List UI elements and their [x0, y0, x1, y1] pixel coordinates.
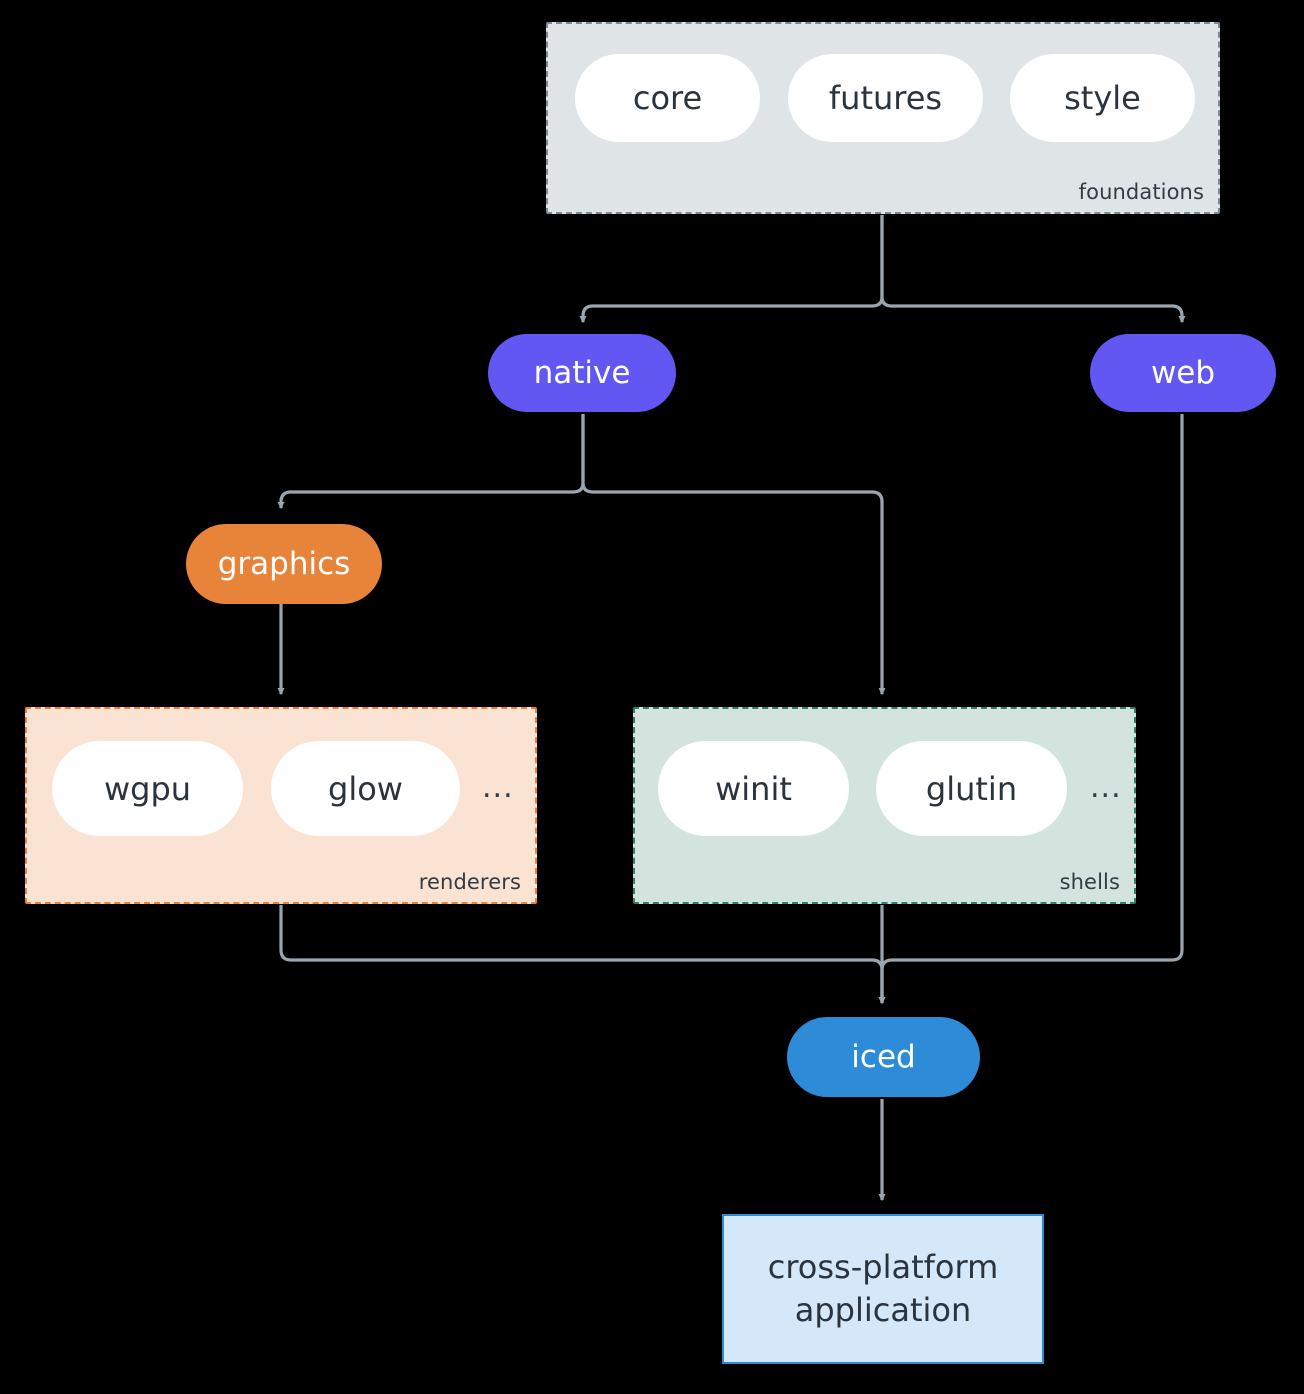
cluster-renderers-label: renderers [418, 870, 521, 894]
pill-winit-label: winit [715, 769, 792, 808]
shells-ellipsis: ... [1090, 770, 1122, 805]
pill-glow-label: glow [328, 769, 403, 808]
cluster-foundations: core futures style foundations [546, 22, 1220, 214]
node-cross-platform-application[interactable]: cross-platform application [722, 1214, 1044, 1364]
application-line-2: application [794, 1291, 972, 1329]
node-iced-label: iced [851, 1039, 916, 1075]
pill-style-label: style [1064, 79, 1141, 117]
pill-wgpu[interactable]: wgpu [52, 741, 243, 836]
cluster-shells: winit glutin ... shells [633, 707, 1136, 904]
cluster-shells-label: shells [1059, 870, 1120, 894]
node-iced[interactable]: iced [787, 1017, 980, 1097]
pill-glow[interactable]: glow [271, 741, 460, 836]
node-web[interactable]: web [1090, 334, 1276, 412]
pill-futures[interactable]: futures [788, 54, 983, 142]
application-line-1: cross-platform [767, 1247, 999, 1286]
edge-foundations-to-native [579, 215, 884, 324]
pill-futures-label: futures [828, 79, 943, 117]
node-web-label: web [1150, 355, 1216, 391]
cluster-renderers: wgpu glow ... renderers [25, 707, 537, 904]
pill-core-label: core [632, 79, 703, 117]
node-graphics-label: graphics [217, 546, 351, 582]
renderers-ellipsis: ... [482, 770, 514, 805]
pill-wgpu-label: wgpu [103, 769, 192, 808]
edge-renderers-to-iced [279, 905, 886, 1005]
edge-foundations-to-web [880, 215, 1186, 324]
pill-core[interactable]: core [575, 54, 760, 142]
edge-native-to-shells [581, 414, 886, 696]
pill-winit[interactable]: winit [658, 741, 849, 836]
node-native-label: native [533, 355, 631, 391]
node-native[interactable]: native [488, 334, 676, 412]
pill-glutin-label: glutin [925, 769, 1018, 808]
pill-glutin[interactable]: glutin [876, 741, 1067, 836]
edge-native-to-graphics [277, 414, 585, 510]
pill-style[interactable]: style [1010, 54, 1195, 142]
cluster-foundations-label: foundations [1078, 180, 1204, 204]
node-graphics[interactable]: graphics [186, 524, 382, 604]
